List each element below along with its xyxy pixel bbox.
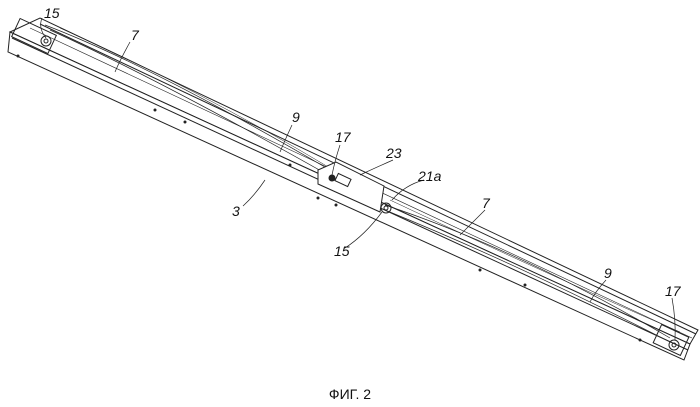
- label-7-left: 7: [131, 28, 139, 42]
- label-17-right: 17: [665, 284, 681, 298]
- label-23: 23: [386, 146, 402, 160]
- label-9-left: 9: [292, 110, 300, 124]
- label-21a: 21a: [418, 169, 441, 183]
- label-15-center: 15: [334, 244, 350, 258]
- figure-caption: ФИГ. 2: [0, 386, 700, 402]
- label-17-center: 17: [335, 130, 351, 144]
- fastener-17: [329, 175, 335, 181]
- label-7-right: 7: [482, 196, 490, 210]
- label-9-right: 9: [604, 266, 612, 280]
- label-15-left: 15: [44, 6, 60, 20]
- label-3: 3: [232, 204, 240, 218]
